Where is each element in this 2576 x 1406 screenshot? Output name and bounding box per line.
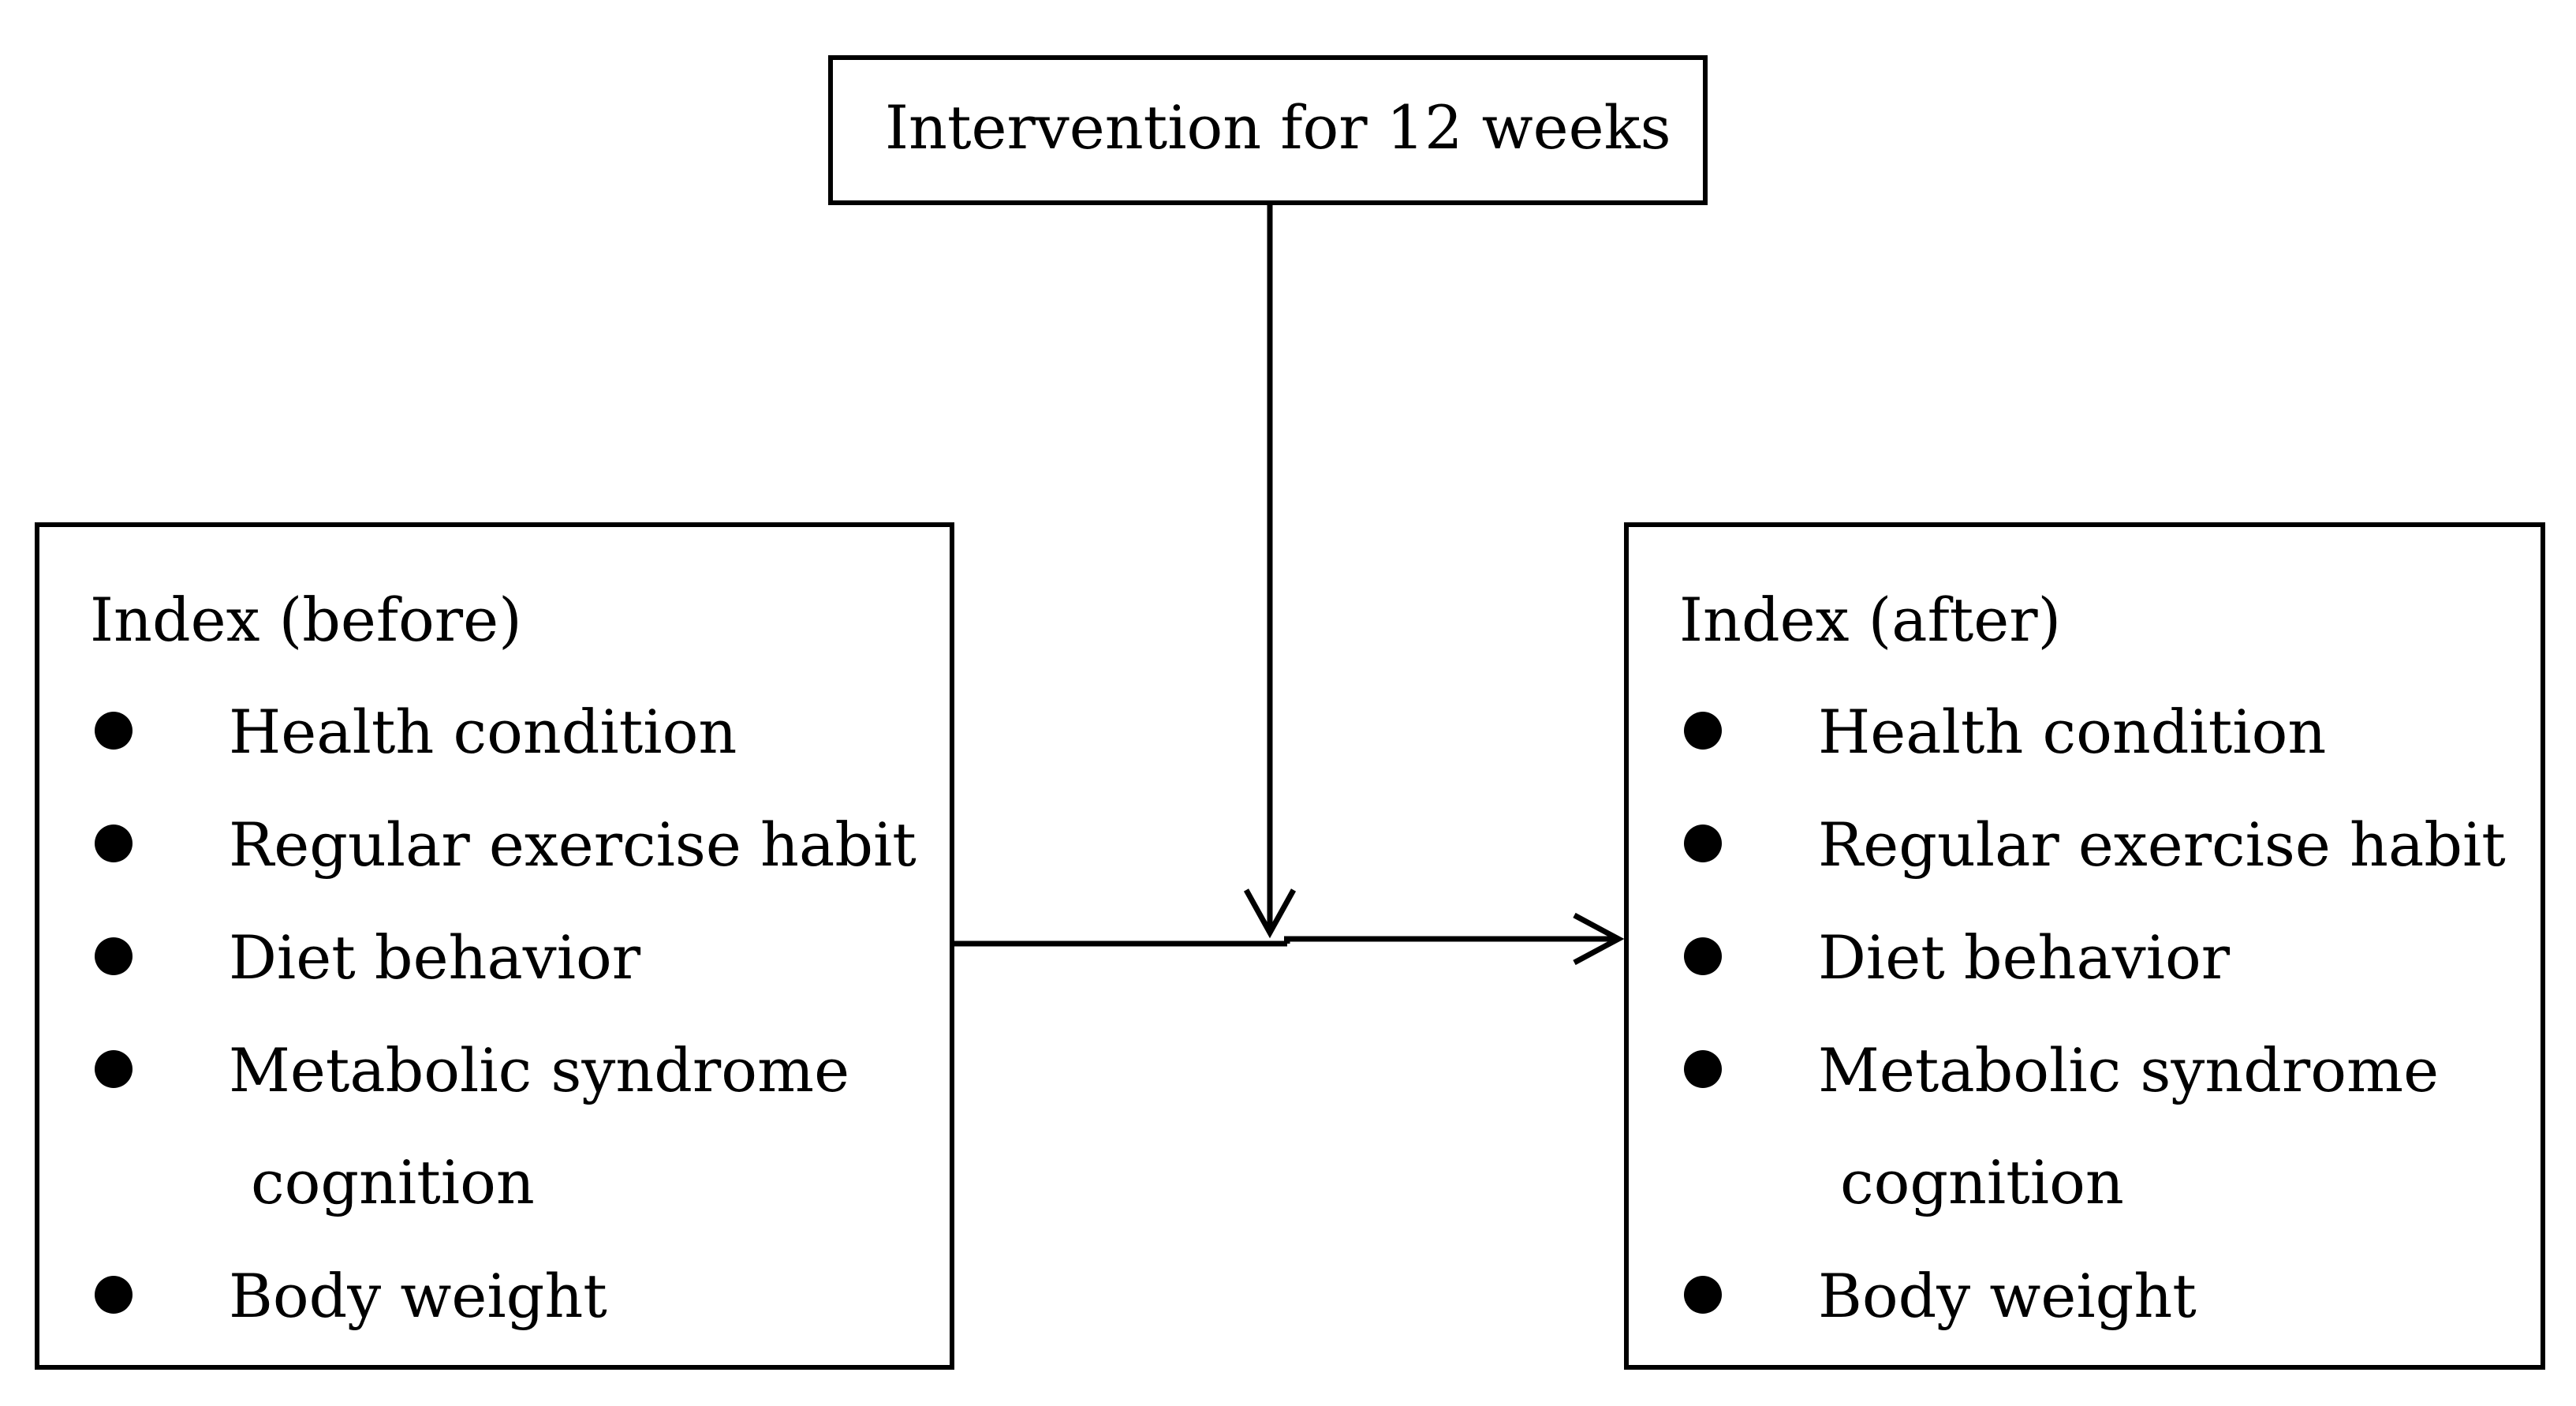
bullet-icon xyxy=(1684,1050,1722,1088)
index-before-box: Index (before) Health condition Regular … xyxy=(35,522,954,1370)
before-item-continuation: cognition xyxy=(251,1147,535,1217)
bullet-icon xyxy=(1684,712,1722,750)
after-item-text: Regular exercise habit xyxy=(1818,810,2506,880)
intervention-label: Intervention for 12 weeks xyxy=(885,92,1671,163)
after-item-text: Body weight xyxy=(1818,1261,2197,1331)
before-item-text: Health condition xyxy=(229,697,737,767)
bullet-icon xyxy=(95,825,133,862)
bullet-icon xyxy=(1684,937,1722,975)
after-arrowhead xyxy=(1573,912,1625,966)
bullet-icon xyxy=(95,1276,133,1314)
index-before-title: Index (before) xyxy=(90,585,522,655)
after-item-text: Health condition xyxy=(1818,697,2327,767)
bullet-icon xyxy=(1684,825,1722,862)
bullet-icon xyxy=(95,712,133,750)
index-after-box: Index (after) Health condition Regular e… xyxy=(1624,522,2545,1370)
bullet-icon xyxy=(95,937,133,975)
intervention-down-arrowhead xyxy=(1243,888,1297,939)
after-item-continuation: cognition xyxy=(1840,1147,2124,1217)
before-item-text: Body weight xyxy=(229,1261,607,1331)
before-item-text: Diet behavior xyxy=(229,922,641,993)
bullet-icon xyxy=(95,1050,133,1088)
before-item-text: Metabolic syndrome xyxy=(229,1035,850,1105)
after-item-text: Metabolic syndrome xyxy=(1818,1035,2440,1105)
after-item-text: Diet behavior xyxy=(1818,922,2231,993)
before-item-text: Regular exercise habit xyxy=(229,810,917,880)
intervention-box: Intervention for 12 weeks xyxy=(828,55,1708,205)
bullet-icon xyxy=(1684,1276,1722,1314)
index-after-title: Index (after) xyxy=(1679,585,2062,655)
